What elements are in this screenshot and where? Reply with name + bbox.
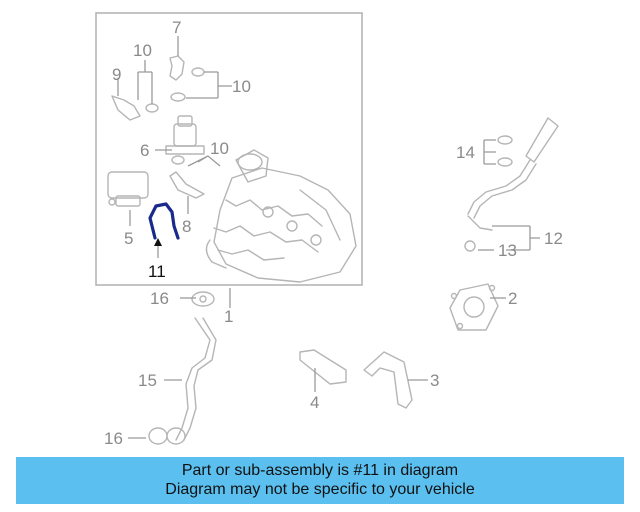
leader-lines-assembly <box>117 36 232 258</box>
hose-part-7 <box>169 55 185 81</box>
pipe-assembly-part-12 <box>464 117 559 252</box>
clamps-part-10 <box>145 67 205 165</box>
callout-6: 6 <box>140 141 149 160</box>
callout-12: 12 <box>544 229 563 248</box>
hose-part-8 <box>169 171 205 199</box>
callout-3: 3 <box>430 371 439 390</box>
hose-part-11-highlighted <box>148 202 180 240</box>
info-banner: Part or sub-assembly is #11 in diagram D… <box>16 457 624 504</box>
gasket-part-2 <box>449 283 499 331</box>
callout-16-top: 16 <box>150 289 169 308</box>
callout-10-top-left: 10 <box>133 41 152 60</box>
callout-7: 7 <box>172 18 181 37</box>
valve-part-6 <box>165 115 205 155</box>
leader-lines-outside <box>128 139 540 439</box>
callout-15: 15 <box>138 371 157 390</box>
pipe-part-15 <box>175 317 211 441</box>
gasket-part-16-bottom <box>148 427 186 445</box>
callout-4: 4 <box>310 393 319 412</box>
solenoid-part-5 <box>107 171 149 207</box>
assembly-frame <box>95 12 363 286</box>
callout-2: 2 <box>508 289 517 308</box>
banner-line-disclaimer: Diagram may not be specific to your vehi… <box>165 481 475 498</box>
turbocharger-part <box>205 149 357 283</box>
callout-11: 11 <box>148 262 166 281</box>
callout-8: 8 <box>182 217 191 236</box>
gasket-part-16-top <box>191 291 215 307</box>
callout-5: 5 <box>124 229 133 248</box>
callout-9: 9 <box>112 65 121 84</box>
callout-10-middle: 10 <box>210 139 229 158</box>
pipe-part-15-inner <box>183 317 217 441</box>
callout-13: 13 <box>498 241 517 260</box>
banner-line-part-number: Part or sub-assembly is #11 in diagram <box>181 462 459 479</box>
bracket-part-3 <box>363 351 413 409</box>
bracket-part-4 <box>299 349 347 385</box>
hose-part-9 <box>111 95 141 121</box>
callout-16-bottom: 16 <box>104 429 123 448</box>
callout-14: 14 <box>456 143 475 162</box>
callout-10-top-right: 10 <box>232 77 251 96</box>
callout-1: 1 <box>224 307 233 326</box>
